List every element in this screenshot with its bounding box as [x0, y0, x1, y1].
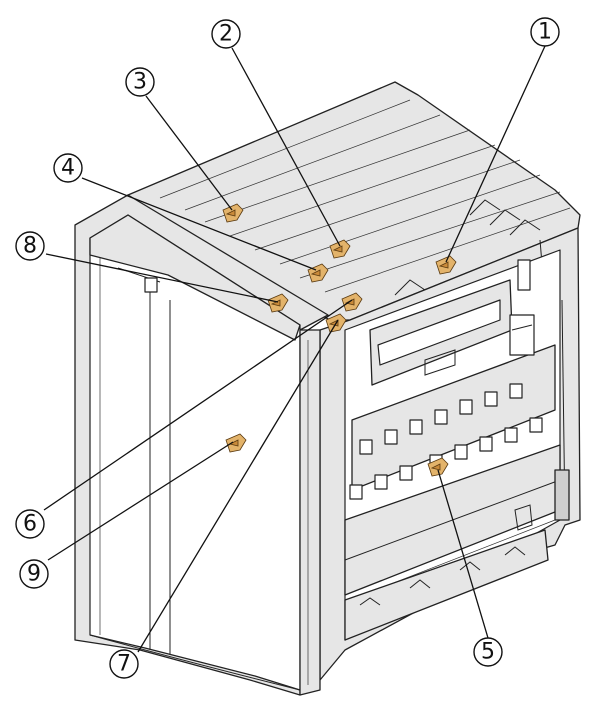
callout-3: 3 — [125, 67, 155, 97]
svg-text:7: 7 — [117, 652, 131, 677]
svg-text:5: 5 — [481, 640, 495, 665]
svg-text:8: 8 — [23, 234, 37, 259]
leader-lines — [43, 45, 546, 653]
sensor-2 — [329, 239, 351, 259]
callouts: 1 2 3 4 5 6 7 8 — [15, 17, 560, 679]
callout-4: 4 — [53, 153, 83, 183]
leader-4 — [81, 177, 317, 271]
sensor-3 — [222, 203, 244, 223]
svg-text:1: 1 — [538, 20, 552, 45]
sensors — [222, 203, 457, 477]
svg-text:3: 3 — [133, 70, 147, 95]
callout-8: 8 — [15, 231, 45, 261]
leader-9 — [47, 441, 234, 561]
callout-1: 1 — [530, 17, 560, 47]
sensor-5 — [427, 457, 449, 477]
svg-text:6: 6 — [23, 512, 37, 537]
leader-2 — [231, 47, 341, 247]
leader-3 — [145, 95, 233, 211]
callout-2: 2 — [211, 19, 241, 49]
callout-9: 9 — [19, 559, 49, 589]
leader-6 — [43, 299, 353, 511]
callout-7: 7 — [109, 649, 139, 679]
sensor-9 — [225, 433, 247, 453]
leader-7 — [137, 319, 339, 653]
printer-body — [74, 81, 581, 696]
svg-text:9: 9 — [27, 562, 41, 587]
leader-5 — [437, 469, 489, 639]
leader-8 — [45, 253, 279, 303]
callout-6: 6 — [15, 509, 45, 539]
callout-5: 5 — [473, 637, 503, 667]
svg-text:4: 4 — [61, 156, 75, 181]
leader-1 — [445, 45, 546, 263]
svg-text:2: 2 — [219, 22, 233, 47]
